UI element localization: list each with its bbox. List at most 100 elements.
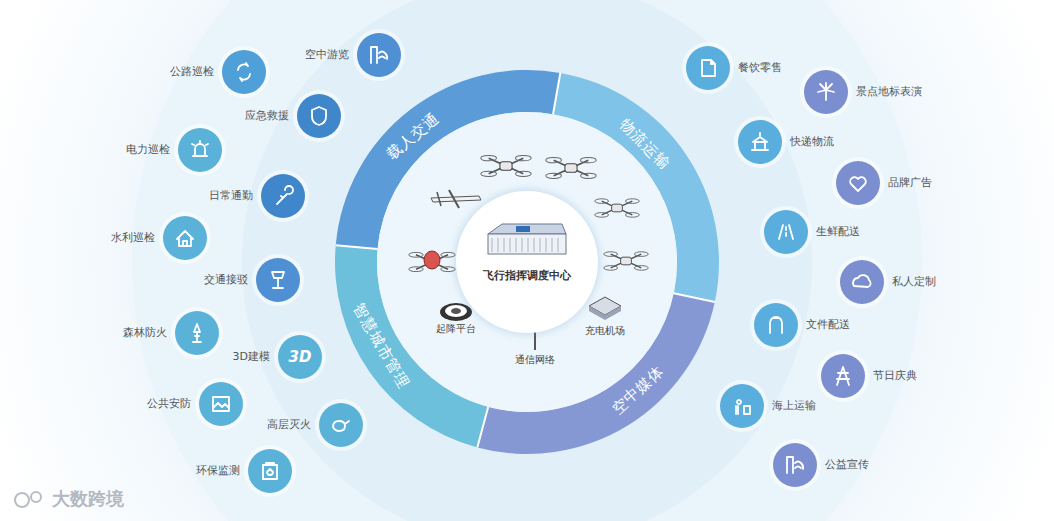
ring-bands xyxy=(335,70,719,454)
inner-disc xyxy=(377,112,677,412)
drone xyxy=(604,252,648,270)
scenario-icon-circle: 森林防火 xyxy=(175,311,219,355)
scenario-icon-circle: 快递物流 xyxy=(738,120,782,164)
icon-glyph-stroke xyxy=(818,83,834,100)
band-divider xyxy=(336,245,378,249)
icon-text: 3D xyxy=(278,335,322,379)
scenario-icon-circle: 日常通勤 xyxy=(261,174,305,218)
icon-glyph-stroke xyxy=(371,47,387,63)
component-label: 充电机场 xyxy=(585,324,625,338)
scenario-icon-circle: 节日庆典 xyxy=(821,354,865,398)
icon-glyph xyxy=(209,392,233,416)
scenario-label: 日常通勤 xyxy=(209,188,253,204)
icon-glyph xyxy=(783,453,807,477)
scenario-icon-circle: 生鲜配送 xyxy=(764,210,808,254)
scenario-icon-circle: 高层灭火 xyxy=(319,403,363,447)
icon-glyph xyxy=(173,226,197,250)
drone xyxy=(546,158,596,179)
icon-glyph xyxy=(271,184,295,208)
icon-glyph-stroke xyxy=(277,186,293,204)
icon-glyph xyxy=(730,394,754,418)
scenario-label: 电力巡检 xyxy=(126,142,170,158)
halo-ring xyxy=(242,0,812,521)
scenario-label: 品牌广告 xyxy=(888,175,932,191)
ring-band-label: 空中媒体 xyxy=(608,362,668,418)
scenario-icon-circle: 环保监测 xyxy=(248,449,292,493)
scenario-icon-circle: 3D3D建模 xyxy=(278,335,322,379)
band-divider xyxy=(674,293,715,302)
scenario-icon-circle: 餐饮零售 xyxy=(686,46,730,90)
watermark-logo xyxy=(15,492,41,507)
icon-glyph xyxy=(696,56,720,80)
scenario-label: 私人定制 xyxy=(892,274,936,290)
fixed-wing-drone xyxy=(431,190,481,208)
screen xyxy=(516,226,530,232)
scenario-label: 交通接驳 xyxy=(204,272,248,288)
icon-glyph-stroke xyxy=(333,421,349,431)
icon-glyph xyxy=(329,413,353,437)
roof xyxy=(488,224,566,234)
scenario-label: 空中游览 xyxy=(305,47,349,63)
drone xyxy=(595,199,639,217)
icon-glyph-stroke xyxy=(736,400,750,414)
scenario-icon-circle: 交通接驳 xyxy=(256,258,300,302)
ring-band-label: 载人交通 xyxy=(383,109,444,164)
illustration-part xyxy=(440,303,472,321)
icon-glyph-stroke xyxy=(312,107,326,125)
drone xyxy=(481,156,531,177)
scenario-label: 节日庆典 xyxy=(873,368,917,384)
scenario-label: 环保监测 xyxy=(196,463,240,479)
icon-glyph-stroke xyxy=(177,231,193,246)
illustration-part xyxy=(424,251,440,269)
icon-glyph xyxy=(764,313,788,337)
icon-glyph-stroke xyxy=(779,225,793,239)
illustration-part xyxy=(15,493,29,507)
command-center-building xyxy=(482,220,572,260)
icon-glyph xyxy=(367,43,391,67)
scenario-label: 文件配送 xyxy=(806,317,850,333)
icon-glyph-stroke xyxy=(272,272,284,288)
icon-glyph-stroke xyxy=(837,367,849,385)
band-divider xyxy=(553,73,560,114)
ring-band-label-box: 物流运输 xyxy=(611,110,679,178)
component-label: 通信网络 xyxy=(515,353,555,367)
landing-platform xyxy=(440,303,472,321)
icon-glyph xyxy=(188,138,212,162)
icon-glyph-stroke xyxy=(193,324,201,342)
scenario-label: 森林防火 xyxy=(123,325,167,341)
scenario-label: 公益宣传 xyxy=(825,457,869,473)
icon-glyph xyxy=(185,321,209,345)
icon-glyph xyxy=(814,80,838,104)
ring-band-label-box: 空中媒体 xyxy=(603,357,673,423)
scenario-label: 海上运输 xyxy=(772,398,816,414)
dispatch-center-circle: 飞行指挥调度中心 xyxy=(456,191,598,333)
icon-glyph-stroke xyxy=(702,60,715,76)
scenario-label: 公路巡检 xyxy=(170,64,214,80)
scenario-label: 应急救援 xyxy=(245,108,289,124)
icon-glyph-stroke xyxy=(752,133,768,150)
icon-glyph-stroke xyxy=(263,463,277,479)
icon-glyph-stroke xyxy=(850,177,866,191)
scenario-icon-circle: 电力巡检 xyxy=(178,128,222,172)
scenario-icon-circle: 私人定制 xyxy=(840,260,884,304)
scenario-icon-circle: 公路巡检 xyxy=(222,50,266,94)
icon-glyph-stroke xyxy=(238,63,250,81)
ring-band-label-box: 智慧城市管理 xyxy=(345,295,418,397)
illustration-part xyxy=(589,306,621,320)
icon-glyph-stroke xyxy=(787,457,803,473)
icon-glyph xyxy=(846,171,870,195)
illustration-part xyxy=(445,305,467,317)
scenario-icon-circle: 应急救援 xyxy=(297,94,341,138)
watermark: 大数跨境 xyxy=(52,487,124,511)
passenger-drone xyxy=(409,251,455,272)
icon-glyph-stroke xyxy=(192,141,208,156)
icon-glyph xyxy=(774,220,798,244)
scenario-label: 水利巡检 xyxy=(111,230,155,246)
icon-glyph-stroke xyxy=(770,317,782,333)
illustration-part xyxy=(31,492,41,502)
illustration-part xyxy=(451,308,461,314)
scenario-icon-circle: 公益宣传 xyxy=(773,443,817,487)
icon-glyph xyxy=(831,364,855,388)
